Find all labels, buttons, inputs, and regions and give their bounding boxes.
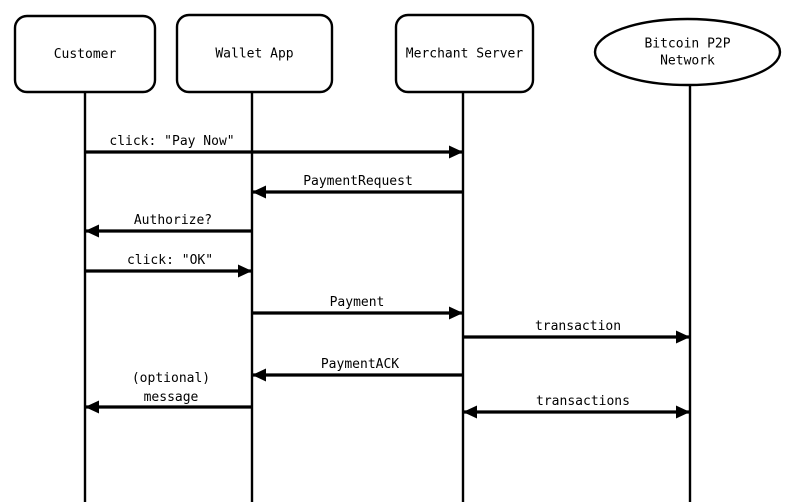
message-label-line: (optional) [132,371,210,386]
message-label-line: Authorize? [134,213,212,228]
message-m7[interactable]: PaymentACK [252,357,463,382]
message-label-line: Payment [330,295,385,310]
participant-label-line: Bitcoin P2P [644,36,730,51]
arrow-head-icon [676,405,690,419]
message-label: transaction [535,319,621,334]
message-label: PaymentACK [321,357,399,372]
participant-merchant[interactable]: Merchant Server [394,13,535,94]
participant-shape-rect [175,13,334,94]
participant-wallet[interactable]: Wallet App [175,13,334,94]
message-label: click: "OK" [127,253,213,268]
participant-shape-rect [13,14,157,94]
message-m9[interactable]: transactions [463,394,690,419]
arrow-head-icon [85,400,99,414]
arrow-head-icon [463,405,477,419]
message-label: (optional) message [132,371,210,405]
message-label-line: click: "OK" [127,253,213,268]
arrow-head-icon [449,145,463,159]
participant-label-line: Network [660,53,715,68]
message-m3[interactable]: Authorize? [85,213,252,238]
message-label-line: transaction [535,319,621,334]
participants-group: Customer Wallet App Merchant Server Bitcoin… [13,13,782,94]
message-m1[interactable]: click: "Pay Now" [85,134,463,159]
message-m4[interactable]: click: "OK" [85,253,252,278]
arrow-head-icon [238,264,252,278]
arrow-head-icon [252,368,266,382]
participant-label: Bitcoin P2P Network [644,36,730,68]
participant-shape-rect [394,13,535,94]
participant-label-line: Merchant Server [406,46,524,61]
lifelines-group [83,85,692,502]
message-label-line: message [144,390,199,405]
arrow-head-icon [449,306,463,320]
message-m8[interactable]: (optional) message [85,371,252,414]
message-label: Authorize? [134,213,212,228]
arrow-head-icon [85,224,99,238]
message-m2[interactable]: PaymentRequest [252,174,463,199]
participant-label: Customer [54,47,117,62]
message-m5[interactable]: Payment [252,295,463,320]
participant-customer[interactable]: Customer [13,14,157,94]
message-label-line: transactions [536,394,630,409]
messages-group: click: "Pay Now" PaymentRequestAuthorize?… [85,134,690,419]
participant-label-line: Wallet App [215,46,293,61]
message-label-line: click: "Pay Now" [109,134,234,149]
participant-shape-ellipse [593,17,782,87]
arrow-head-icon [676,330,690,344]
participant-label-line: Customer [54,47,117,62]
message-label-line: PaymentRequest [303,174,413,189]
participant-label: Merchant Server [406,46,524,61]
message-label: PaymentRequest [303,174,413,189]
message-label: transactions [536,394,630,409]
participant-bitcoin[interactable]: Bitcoin P2P Network [593,17,782,87]
message-m6[interactable]: transaction [463,319,690,344]
message-label: click: "Pay Now" [109,134,234,149]
participant-label: Wallet App [215,46,293,61]
message-label: Payment [330,295,385,310]
message-label-line: PaymentACK [321,357,399,372]
arrow-head-icon [252,185,266,199]
